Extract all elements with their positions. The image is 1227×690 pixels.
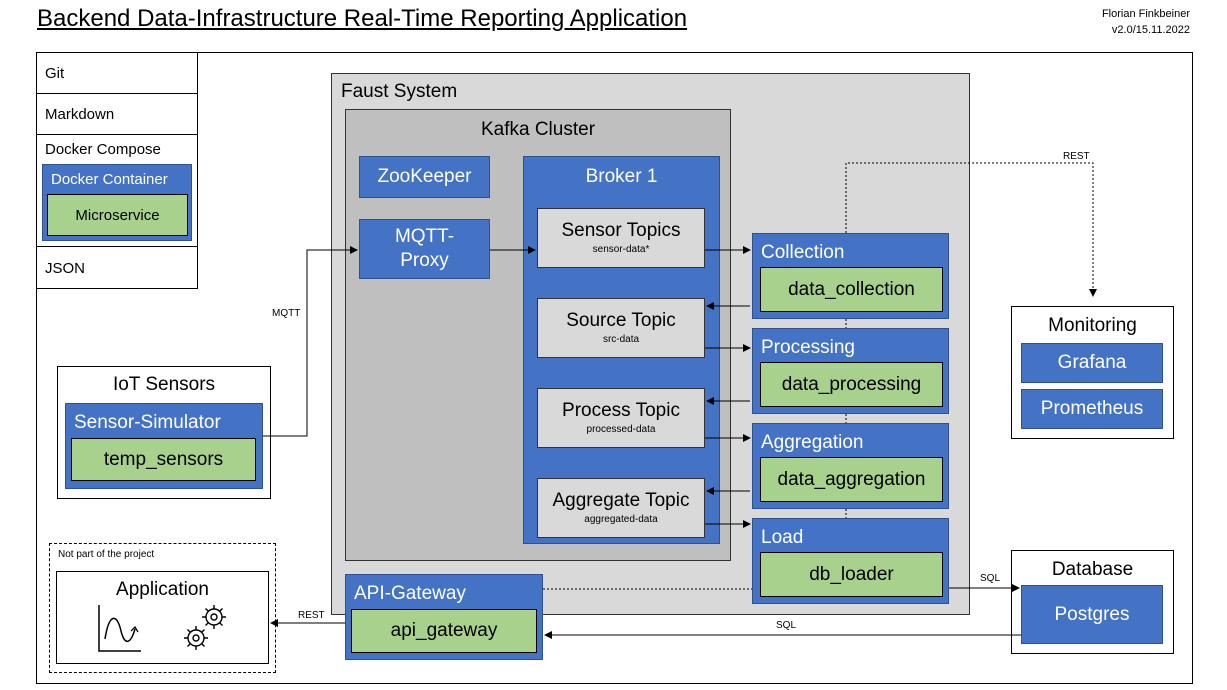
edge-rest-monitoring — [845, 162, 1097, 297]
chart-icon — [98, 605, 141, 652]
faust-system-title: Faust System — [341, 81, 458, 102]
service-load-title: Load — [761, 527, 804, 548]
postgres-label: Postgres — [1054, 603, 1130, 625]
prometheus-label: Prometheus — [1040, 398, 1144, 419]
topic-process-name: Process Topic — [562, 400, 680, 421]
label-rest-top: REST — [1063, 151, 1090, 162]
label-sql-bottom: SQL — [776, 620, 797, 631]
microservice-data-collection: data_collection — [760, 267, 943, 312]
postgres-box: Postgres — [1021, 585, 1163, 644]
legend-docker-compose: Docker Compose — [37, 135, 197, 247]
microservice-data-aggregation: data_aggregation — [760, 457, 943, 502]
label-rest-bottom: REST — [298, 610, 325, 621]
topic-aggregate-name: Aggregate Topic — [552, 490, 690, 511]
microservice-data-processing: data_processing — [760, 362, 943, 407]
version-date: v2.0/15.11.2022 — [1111, 24, 1190, 36]
service-collection-title: Collection — [761, 242, 845, 263]
microservice-temp-sensors: temp_sensors — [71, 438, 256, 481]
database-title: Database — [1051, 559, 1134, 580]
microservice-db-loader: db_loader — [760, 552, 943, 597]
author-name: Florian Finkbeiner — [1101, 8, 1190, 20]
topic-source-name: Source Topic — [566, 310, 676, 331]
broker-title: Broker 1 — [585, 166, 658, 187]
topic-sensor-name: Sensor Topics — [561, 220, 681, 241]
kafka-cluster-title: Kafka Cluster — [480, 119, 596, 140]
monitoring-title: Monitoring — [1048, 315, 1137, 336]
service-aggregation-title: Aggregation — [761, 432, 864, 453]
topic-sensor: Sensor Topics sensor-data* — [537, 208, 705, 268]
zookeeper-box: ZooKeeper — [359, 156, 490, 198]
zookeeper-label: ZooKeeper — [377, 166, 472, 187]
legend-microservice: Microservice — [47, 194, 188, 236]
legend-docker-container-label: Docker Container — [51, 171, 168, 188]
gears-icon — [184, 605, 226, 650]
microservice-data-aggregation-label: data_aggregation — [777, 468, 926, 490]
application-box: Application — [56, 571, 269, 664]
external-note: Not part of the project — [58, 549, 155, 560]
label-mqtt: MQTT — [272, 308, 301, 319]
application-title: Application — [116, 579, 209, 600]
legend-markdown-label: Markdown — [45, 106, 115, 123]
diagram-title: Backend Data-Infrastructure Real-Time Re… — [37, 5, 688, 32]
mqtt-proxy-label: MQTT- Proxy — [394, 226, 455, 271]
legend-docker-compose-label: Docker Compose — [45, 141, 161, 158]
microservice-api-gateway: api_gateway — [351, 609, 537, 653]
microservice-api-gateway-label: api_gateway — [390, 620, 498, 641]
topic-source-sub: src-data — [602, 334, 640, 345]
topic-sensor-sub: sensor-data* — [592, 244, 650, 255]
grafana-label: Grafana — [1057, 352, 1127, 373]
topic-aggregate-sub: aggregated-data — [584, 514, 658, 525]
microservice-db-loader-label: db_loader — [809, 563, 894, 585]
prometheus-box: Prometheus — [1021, 389, 1163, 429]
microservice-data-collection-label: data_collection — [788, 278, 915, 300]
legend-microservice-label: Microservice — [75, 206, 160, 224]
microservice-temp-sensors-label: temp_sensors — [103, 448, 224, 470]
topic-aggregate: Aggregate Topic aggregated-data — [537, 478, 705, 538]
microservice-data-processing-label: data_processing — [781, 373, 922, 395]
topic-source: Source Topic src-data — [537, 298, 705, 358]
service-processing-title: Processing — [761, 337, 855, 358]
legend-json-label: JSON — [45, 260, 86, 277]
label-sql-top: SQL — [980, 573, 1001, 584]
grafana-box: Grafana — [1021, 343, 1163, 383]
legend-markdown: Markdown — [37, 94, 197, 135]
api-gateway-title: API-Gateway — [354, 583, 466, 604]
iot-sensors-title: IoT Sensors — [112, 374, 216, 395]
sensor-simulator-title: Sensor-Simulator — [74, 412, 221, 433]
external-area: Not part of the project — [49, 543, 276, 673]
legend-git-label: Git — [45, 65, 65, 82]
author-block: Florian Finkbeiner v2.0/15.11.2022 — [1102, 6, 1190, 38]
topic-process-sub: processed-data — [586, 424, 656, 435]
legend-json: JSON — [37, 247, 197, 290]
topic-process: Process Topic processed-data — [537, 388, 705, 448]
legend-git: Git — [37, 53, 197, 94]
mqtt-proxy-box: MQTT- Proxy — [359, 219, 490, 279]
edge-mqtt — [263, 246, 358, 437]
